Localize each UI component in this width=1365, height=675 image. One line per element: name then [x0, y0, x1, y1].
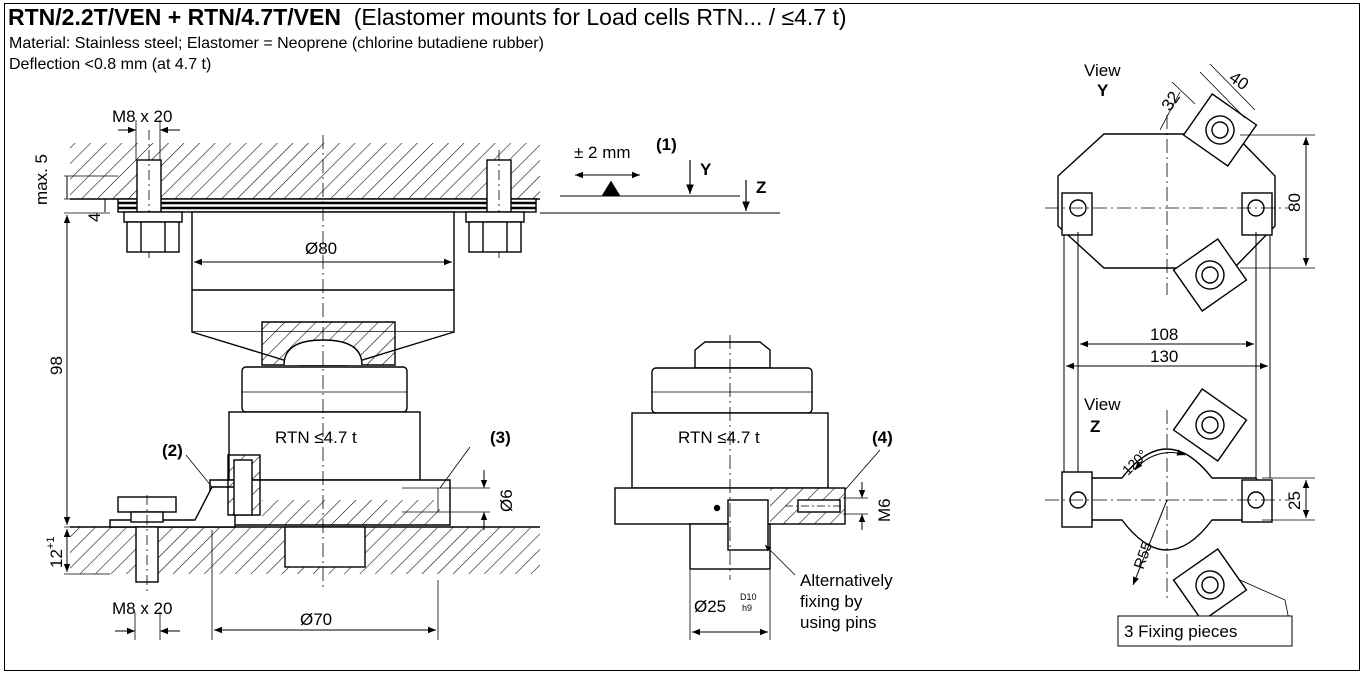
- title-model: RTN/2.2T/VEN + RTN/4.7T/VEN: [8, 4, 341, 30]
- dim-12: 12+1: [45, 537, 66, 568]
- dim-80: 80: [1285, 193, 1304, 212]
- view-z-label: View: [1084, 395, 1121, 414]
- dim-130: 130: [1150, 347, 1178, 366]
- tolerance-d10: D10: [740, 592, 757, 602]
- material-note: Material: Stainless steel; Elastomer = N…: [9, 35, 544, 52]
- axis-z-label: Z: [756, 178, 766, 197]
- left-section-view: [63, 120, 780, 640]
- view-y-letter: Y: [1097, 81, 1109, 100]
- dim-40: 40: [1226, 68, 1252, 94]
- callout-1: (1): [656, 135, 677, 154]
- title-description: (Elastomer mounts for Load cells RTN... …: [353, 4, 847, 30]
- dia70-dim: Ø70: [300, 610, 332, 629]
- bolt-bottom-label: M8 x 20: [112, 599, 172, 618]
- view-z-letter: Z: [1090, 417, 1100, 436]
- left-cell-label: RTN ≤4.7 t: [275, 428, 357, 447]
- deflection-note: Deflection <0.8 mm (at 4.7 t): [9, 56, 212, 73]
- drawing-title: RTN/2.2T/VEN + RTN/4.7T/VEN (Elastomer m…: [8, 4, 847, 31]
- tolerance-label: ± 2 mm: [574, 143, 631, 162]
- bolt-top-label: M8 x 20: [112, 107, 172, 126]
- middle-pin-fixing-view: [614, 335, 881, 640]
- axis-y-label: Y: [700, 160, 712, 179]
- callout-3: (3): [490, 428, 511, 447]
- dim-108: 108: [1150, 325, 1178, 344]
- pins-note-line3: using pins: [800, 613, 877, 632]
- dim-4: 4: [85, 213, 104, 222]
- dia25-dim: Ø25: [694, 597, 726, 616]
- dim-32: 32: [1158, 88, 1184, 114]
- max5-dim: max. 5: [32, 154, 51, 205]
- right-bottom-view-z: [1045, 388, 1315, 647]
- right-top-view-y: [1045, 63, 1315, 478]
- dim-25: 25: [1285, 491, 1304, 510]
- tolerance-h9: h9: [742, 603, 752, 613]
- callout-2: (2): [162, 441, 183, 460]
- dim-98: 98: [47, 356, 66, 375]
- callout-4: (4): [872, 428, 893, 447]
- dia80-dim: Ø80: [305, 239, 337, 258]
- m6-dim: M6: [875, 498, 894, 522]
- radius-55: R55: [1131, 540, 1156, 572]
- pins-note-line2: fixing by: [800, 592, 863, 611]
- middle-cell-label: RTN ≤4.7 t: [678, 428, 760, 447]
- fixing-pieces-label: 3 Fixing pieces: [1124, 622, 1237, 641]
- view-y-label: View: [1084, 61, 1121, 80]
- dia6-dim: Ø6: [497, 489, 516, 512]
- drawing-frame: [4, 3, 1360, 671]
- pins-note-line1: Alternatively: [800, 571, 893, 590]
